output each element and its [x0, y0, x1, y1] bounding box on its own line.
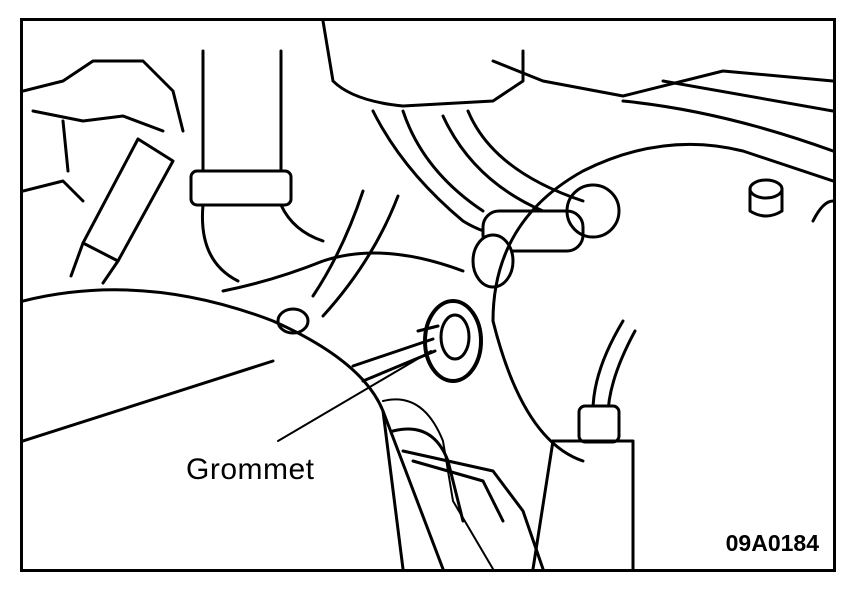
curved-hoses [221, 109, 585, 335]
figure-code-label: 09A0184 [725, 530, 819, 556]
grommet-leader-line [277, 350, 432, 442]
hose-clamp [471, 183, 621, 289]
upper-left-bracket [23, 59, 185, 203]
main-vertical-hose [189, 49, 325, 283]
lower-wires [382, 398, 545, 569]
lower-left-cover [23, 288, 445, 569]
top-housing [321, 21, 833, 113]
grommet-label: Grommet [186, 453, 315, 486]
engine-bay-line-drawing [23, 21, 833, 569]
grommet [351, 299, 483, 383]
left-boot [69, 137, 175, 285]
illustration-frame: Grommet 09A0184 [20, 18, 836, 572]
right-connector [531, 319, 637, 569]
right-cover [491, 99, 833, 463]
